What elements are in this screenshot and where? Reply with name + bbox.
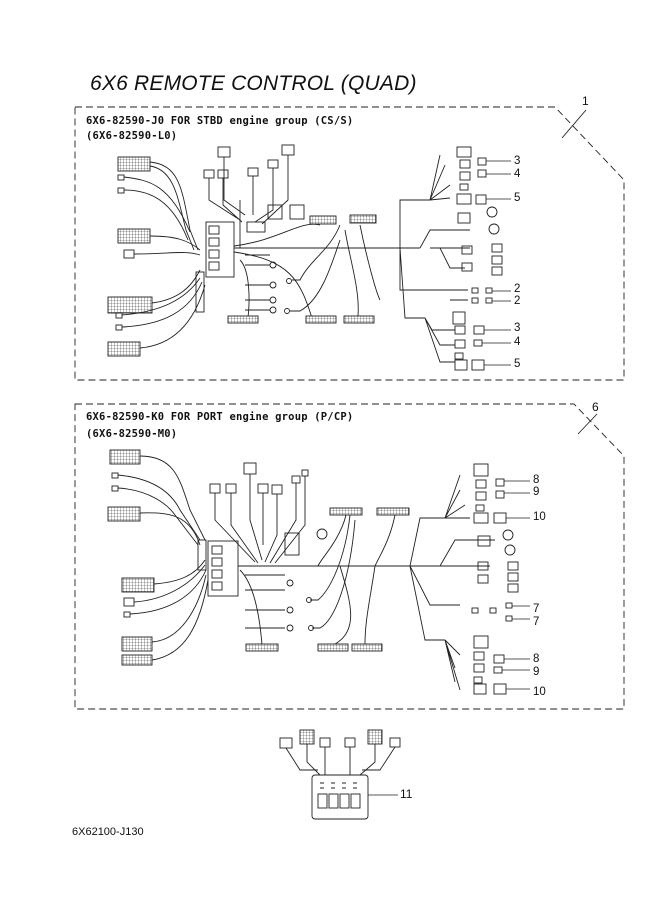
callout-8: 8 [533,474,540,486]
group2-title: 6X6-82590-K0 FOR PORT engine group (P/CP… [86,411,354,423]
part11-ref-number: 11 [400,787,413,801]
group2-subtitle: (6X6-82590-M0) [86,428,178,440]
callout-5b: 5 [514,358,521,370]
group1-ref-number: 1 [582,94,589,108]
group1-harness [107,144,511,371]
callout-10b: 10 [533,686,546,698]
part-code: 6X62100-J130 [72,826,144,838]
callout-2b: 2 [514,295,521,307]
callout-10: 10 [533,511,546,523]
callout-2a: 2 [514,283,521,295]
group2-harness [107,449,530,695]
group1-title: 6X6-82590-J0 FOR STBD engine group (CS/S… [86,115,354,127]
callout-5: 5 [514,192,521,204]
callout-3: 3 [514,155,521,167]
part11-switch-panel [279,729,401,820]
callout-4: 4 [514,168,521,180]
callout-7b: 7 [533,616,540,628]
group2-boundary [74,403,625,710]
callout-3b: 3 [514,322,521,334]
group1-subtitle: (6X6-82590-L0) [86,130,178,142]
callout-9b: 9 [533,666,540,678]
group2-ref-number: 6 [592,400,599,414]
page-title: 6X6 REMOTE CONTROL (QUAD) [90,72,417,95]
callout-7a: 7 [533,603,540,615]
callout-9: 9 [533,486,540,498]
callout-4b: 4 [514,336,521,348]
group1-boundary [74,106,625,381]
callout-8b: 8 [533,653,540,665]
